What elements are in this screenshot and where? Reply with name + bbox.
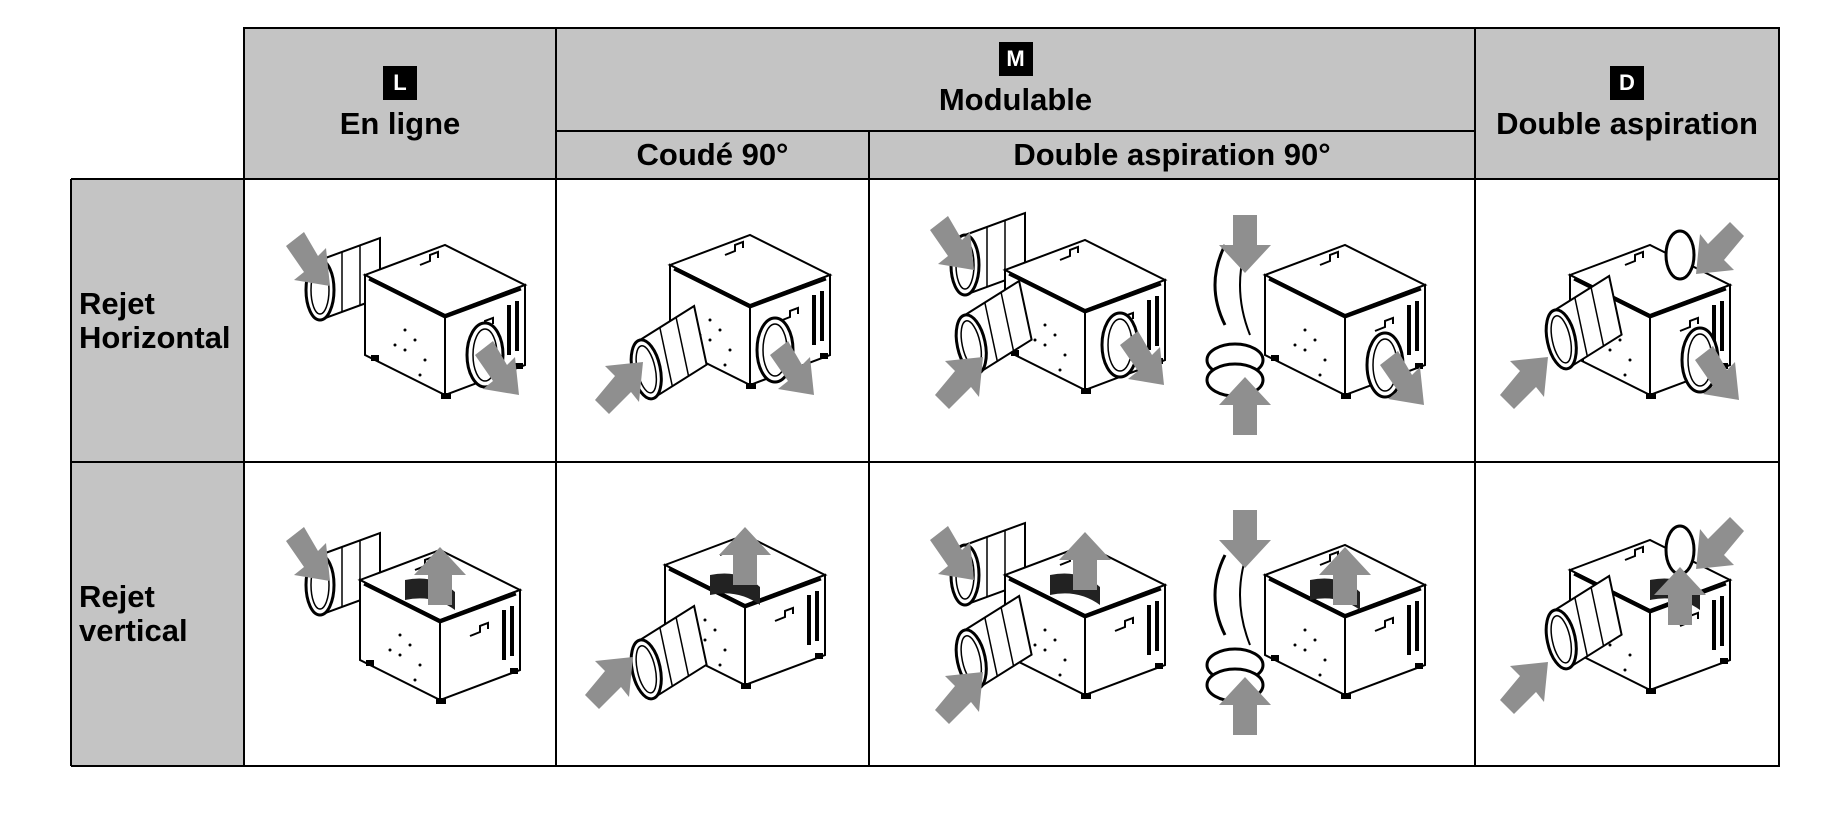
badge-m: M [998,41,1033,76]
illustration-en-ligne-vertical [286,527,522,706]
row-label-line1: Rejet [79,579,155,614]
header-en-ligne-label: En ligne [339,105,461,141]
subheader-coude-90: Coudé 90° [556,131,869,179]
subheader-double-aspiration-90: Double aspiration 90° [869,131,1475,179]
subheader-coude-90-label: Coudé 90° [636,137,789,172]
illustration-double-aspiration-90-horizontal-b [1205,215,1427,435]
illustration-double-aspiration-horizontal [1500,222,1744,409]
illustration-double-aspiration-90-horizontal-a [930,211,1167,409]
row-label-line2: Horizontal [79,319,231,355]
illustration-double-aspiration-90-vertical-b [1205,510,1427,735]
illustration-double-aspiration-90-vertical-a [930,521,1167,724]
header-double-aspiration-label: Double aspiration [1496,105,1758,141]
illustration-coude-vertical [585,527,827,709]
illustration-en-ligne-horizontal [286,232,527,401]
header-double-aspiration: D Double aspiration [1475,28,1779,179]
badge-d: D [1610,65,1644,100]
illustration-coude-horizontal [595,233,832,414]
badge-l: L [383,65,417,100]
row-label-line1: Rejet [79,285,155,321]
header-modulable-label: Modulable [938,81,1093,117]
row-label-rejet-vertical: Rejet vertical [71,462,244,766]
header-modulable: M Modulable [556,28,1475,131]
illustration-double-aspiration-vertical [1500,517,1744,714]
subheader-double-aspiration-90-label: Double aspiration 90° [1013,137,1331,172]
header-en-ligne: L En ligne [244,28,556,179]
row-label-rejet-horizontal: Rejet Horizontal [71,179,244,462]
row-label-line2: vertical [79,613,188,648]
